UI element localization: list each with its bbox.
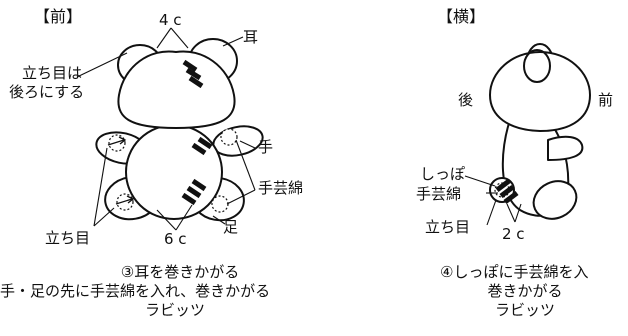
head (117, 50, 236, 129)
front-hand-label: 手 (258, 138, 274, 156)
front-stuffing-label: 手芸綿 (258, 179, 304, 197)
front-count-top: 4 c (159, 11, 182, 29)
side-heading: 【横】 (437, 7, 486, 26)
side-eye-label: 立ち目 (425, 218, 471, 236)
side-caption-1: ④しっぽに手芸綿を入 (440, 263, 589, 281)
front-caption-2: 手・足の先に手芸綿を入れ、巻きかがる (0, 282, 271, 300)
side-caption-2: 巻きかがる (487, 282, 563, 300)
front-side-note-1: 立ち目は (22, 64, 83, 82)
side-tail-label: しっぽ (420, 165, 466, 183)
front-foot-label: 足 (223, 218, 239, 236)
front-side-note-2: 後ろにする (9, 83, 85, 101)
side-front-label: 前 (598, 91, 614, 109)
front-ear-label: 耳 (243, 28, 259, 46)
side-back-label: 後 (458, 91, 474, 109)
side-stuffing-label: 手芸綿 (416, 185, 462, 203)
front-caption-3: ラビッツ (144, 301, 205, 319)
body (125, 124, 223, 220)
side-count-label: 2 c (502, 225, 525, 243)
side-bear (489, 43, 591, 220)
side-caption-3: ラビッツ (494, 301, 555, 319)
front-bear (95, 38, 264, 222)
front-heading: 【前】 (34, 7, 83, 26)
front-caption-1: ③耳を巻きかがる (120, 263, 240, 281)
front-count-bottom: 6 c (164, 230, 187, 248)
front-eye-label: 立ち目 (45, 229, 91, 247)
